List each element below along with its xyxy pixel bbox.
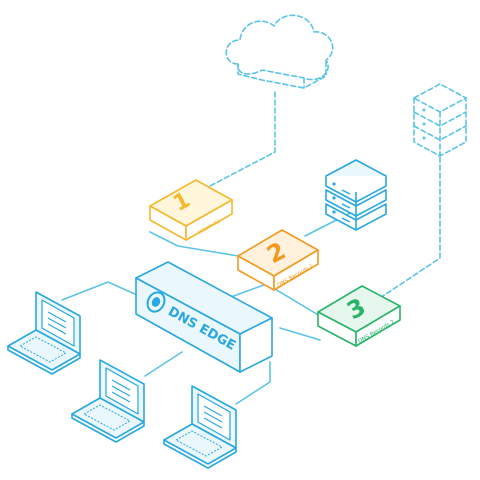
resolver-box-3: 3 DNS Records 2 [317,285,401,347]
remote-rack-icon [413,83,467,157]
cloud-icon [225,14,334,89]
link-3-bottom-line [279,327,321,341]
edge-logo-icon [146,291,166,313]
link-laptop3-line [235,361,271,405]
laptop-2-icon [71,359,145,443]
rack-link-line [379,151,441,299]
resolver-box-1: 1 Internet1 [149,179,233,241]
laptop-3-icon [163,385,237,469]
laptop-1-icon [7,291,81,375]
cloud-link-line [209,91,276,187]
link-1-2-line [149,231,239,257]
dns-edge-appliance: DNS EDGE [135,261,273,373]
server-stack-icon [325,159,387,231]
resolver-box-2: 2 DNS Records 1 [237,229,319,291]
link-laptop1-line [61,281,149,301]
link-laptop2-line [144,351,183,377]
